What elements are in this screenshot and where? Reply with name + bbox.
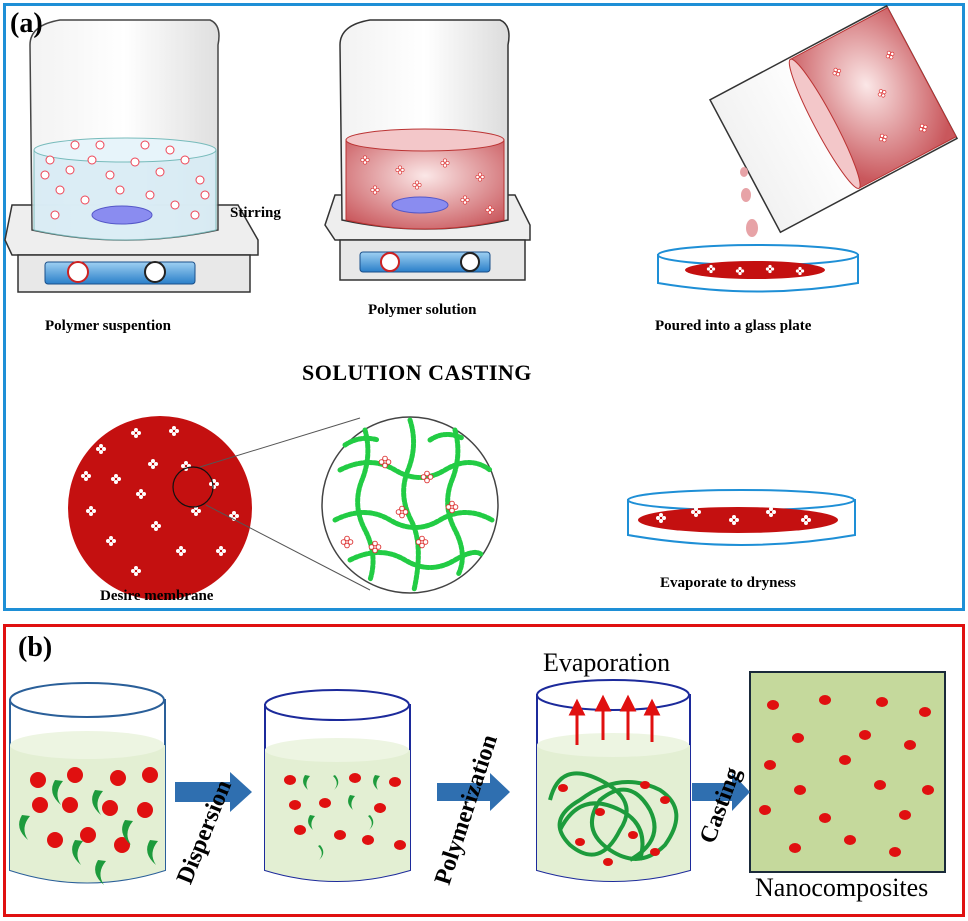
- panel-b-in-situ-polymerization: [3, 624, 965, 917]
- evaporation-label: Evaporation: [543, 648, 671, 677]
- caption-desire-membrane: Desire membrane: [100, 588, 214, 604]
- cylinder-evaporation: [536, 679, 691, 882]
- nanocomposites-label: Nanocomposites: [755, 873, 929, 902]
- caption-polymer-suspension: Polymer suspention: [45, 318, 171, 334]
- caption-evaporate-dryness: Evaporate to dryness: [660, 575, 796, 591]
- beaker-2: [339, 19, 510, 230]
- cylinder-polymerization: [264, 689, 411, 882]
- beaker-1: [29, 19, 220, 241]
- panel-b-tag: (b): [18, 632, 53, 663]
- caption-poured-glass-plate: Poured into a glass plate: [655, 318, 812, 334]
- evaporation-dish: [627, 489, 856, 546]
- solution-casting-title: SOLUTION CASTING: [302, 360, 532, 385]
- cylinder-dispersion: [9, 682, 166, 885]
- panel-a-tag: (a): [10, 8, 43, 39]
- glass-plate-top: [657, 244, 859, 293]
- magnified-network: [321, 416, 499, 594]
- pouring-beaker: [708, 4, 959, 234]
- nanocomposite-film: [749, 671, 946, 873]
- process-arrows: [175, 772, 750, 812]
- panel-a-solution-casting: [3, 3, 965, 611]
- membrane-disc: [68, 416, 371, 600]
- caption-polymer-solution: Polymer solution: [368, 302, 477, 318]
- pouring-drops: [740, 167, 758, 237]
- stirring-label: Stirring: [230, 205, 281, 221]
